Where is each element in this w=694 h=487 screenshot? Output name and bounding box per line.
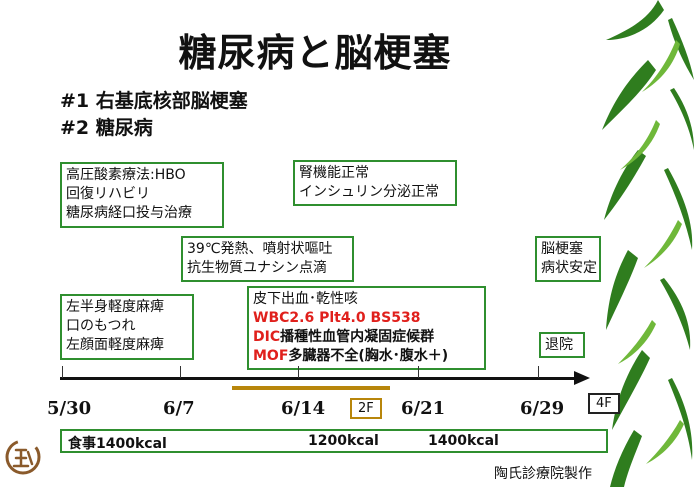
ward-4f-badge: 4F [588,393,620,414]
symptom-line: 左半身軽度麻痺 [66,299,164,315]
complication-line: MOF多臓器不全(胸水･腹水＋) [253,347,480,366]
mof-description: 多臓器不全(胸水･腹水＋) [288,348,449,364]
seal-logo-icon [5,439,41,475]
meal-label: 1200kcal [308,433,379,449]
timeline-arrow-icon [574,371,590,385]
renal-function-box: 腎機能正常 インシュリン分泌正常 [293,160,457,206]
date-label: 6/29 [520,398,565,419]
fever-box: 39℃発熱、噴射状嘔吐 抗生物質ユナシン点滴 [181,236,354,282]
discharge-box: 退院 [539,332,585,358]
discharge-label: 退院 [545,337,573,353]
page-title: 糖尿病と脳梗塞 [178,31,452,75]
timeline-axis [60,377,580,380]
dic-description: 播種性血管内凝固症候群 [280,329,435,345]
timeline-tick [62,366,63,378]
dic-label: DIC [253,329,281,345]
stable-line: 脳梗塞 [541,241,583,257]
treatment-line: 糖尿病経口投与治療 [66,205,192,221]
fever-line: 抗生物質ユナシン点滴 [187,260,327,276]
lab-values: WBC2.6 Plt4.0 BS538 [253,310,421,326]
diagnosis-2: #2 糖尿病 [60,117,153,139]
ward-2f-period [232,386,390,390]
timeline-tick [538,366,539,378]
meal-bar: 食事1400kcal 1200kcal 1400kcal [60,429,608,453]
symptoms-box: 左半身軽度麻痺 口のもつれ 左顔面軽度麻痺 [60,294,194,360]
complications-box: 皮下出血･乾性咳 WBC2.6 Plt4.0 BS538 DIC播種性血管内凝固… [247,286,486,370]
date-label: 6/14 [281,398,326,419]
fever-line: 39℃発熱、噴射状嘔吐 [187,241,333,257]
date-label: 6/21 [401,398,446,419]
credit-text: 陶氏診療院製作 [494,466,592,482]
date-label: 5/30 [47,398,92,419]
renal-line: インシュリン分泌正常 [299,184,439,200]
date-label: 6/7 [163,398,195,419]
bamboo-decoration [602,0,694,487]
ward-2f-badge: 2F [350,398,382,419]
timeline-tick [418,366,419,378]
renal-line: 腎機能正常 [299,165,369,181]
timeline-tick [298,366,299,378]
complication-line: 皮下出血･乾性咳 [253,291,358,307]
treatment-line: 回復リハビリ [66,186,150,202]
mof-label: MOF [253,348,289,364]
meal-label: 食事1400kcal [68,436,167,452]
treatment-box: 高圧酸素療法:HBO 回復リハビリ 糖尿病経口投与治療 [60,162,224,228]
symptom-line: 口のもつれ [66,318,136,334]
treatment-line: 高圧酸素療法:HBO [66,167,186,183]
complication-line: DIC播種性血管内凝固症候群 [253,328,480,347]
stroke-stable-box: 脳梗塞 病状安定 [535,236,601,282]
symptom-line: 左顔面軽度麻痺 [66,337,164,353]
stable-line: 病状安定 [541,260,597,276]
diagnosis-1: #1 右基底核部脳梗塞 [60,90,248,112]
timeline-tick [180,366,181,378]
meal-label: 1400kcal [428,433,499,449]
